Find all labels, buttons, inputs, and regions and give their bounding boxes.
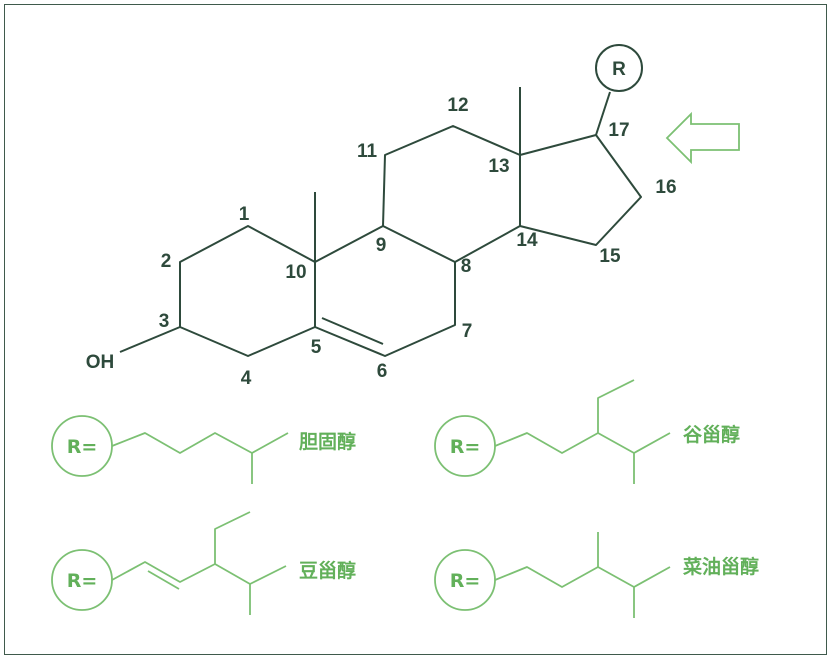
left-arrow-icon <box>665 111 740 165</box>
ring-d <box>519 134 642 246</box>
ring-a <box>179 225 316 357</box>
atom-number-15: 15 <box>599 246 621 267</box>
compound-name: 菜油甾醇 <box>682 555 759 578</box>
side-chain-cholesterol: R= 胆固醇 <box>51 415 356 484</box>
atom-number-16: 16 <box>655 177 676 198</box>
r-group-circle <box>595 44 643 92</box>
ring-b <box>314 225 456 357</box>
ring-c <box>382 125 521 263</box>
ethyl-branch <box>214 511 251 564</box>
atom-number-9: 9 <box>376 235 387 256</box>
steroid-core: R OH <box>86 44 643 373</box>
atom-number-3: 3 <box>159 311 170 332</box>
atom-number-12: 12 <box>447 95 468 116</box>
atom-number-7: 7 <box>462 321 473 342</box>
compound-name: 谷甾醇 <box>683 423 740 446</box>
r-group-label: R <box>612 59 626 80</box>
chain-skeleton <box>111 561 287 585</box>
r-prefix-label: R= <box>450 436 481 458</box>
side-chain-sitosterol: R= 谷甾醇 <box>434 379 740 484</box>
r-prefix-label: R= <box>67 436 98 458</box>
atom-number-14: 14 <box>516 230 538 251</box>
atom-number-8: 8 <box>461 256 472 277</box>
hydroxyl-label: OH <box>86 352 115 373</box>
atom-number-5: 5 <box>311 337 322 358</box>
compound-name: 胆固醇 <box>299 430 356 453</box>
atom-number-13: 13 <box>488 156 509 177</box>
r-prefix-label: R= <box>450 570 481 592</box>
atom-number-2: 2 <box>161 251 172 272</box>
compound-name: 豆甾醇 <box>299 559 356 582</box>
c17-r-bond <box>595 91 611 136</box>
figure-frame <box>4 4 827 655</box>
atom-number-17: 17 <box>608 120 629 141</box>
atom-numbers: 1 2 3 4 5 6 7 8 9 10 11 12 13 14 15 16 1… <box>159 95 677 389</box>
atom-number-10: 10 <box>285 262 306 283</box>
ethyl-branch <box>597 379 635 433</box>
chain-skeleton <box>494 432 671 454</box>
chain-skeleton <box>494 566 671 588</box>
atom-number-11: 11 <box>357 141 378 162</box>
double-bond-5-6 <box>321 317 384 345</box>
side-chain-stigmasterol: R= 豆甾醇 <box>51 511 356 615</box>
double-bond <box>147 570 180 590</box>
atom-number-4: 4 <box>241 368 252 389</box>
atom-number-6: 6 <box>377 361 388 382</box>
hydroxyl-bond <box>119 326 181 353</box>
r-prefix-label: R= <box>67 570 98 592</box>
atom-number-1: 1 <box>239 204 250 225</box>
side-chain-campesterol: R= 菜油甾醇 <box>434 532 759 618</box>
chain-skeleton <box>111 432 289 454</box>
